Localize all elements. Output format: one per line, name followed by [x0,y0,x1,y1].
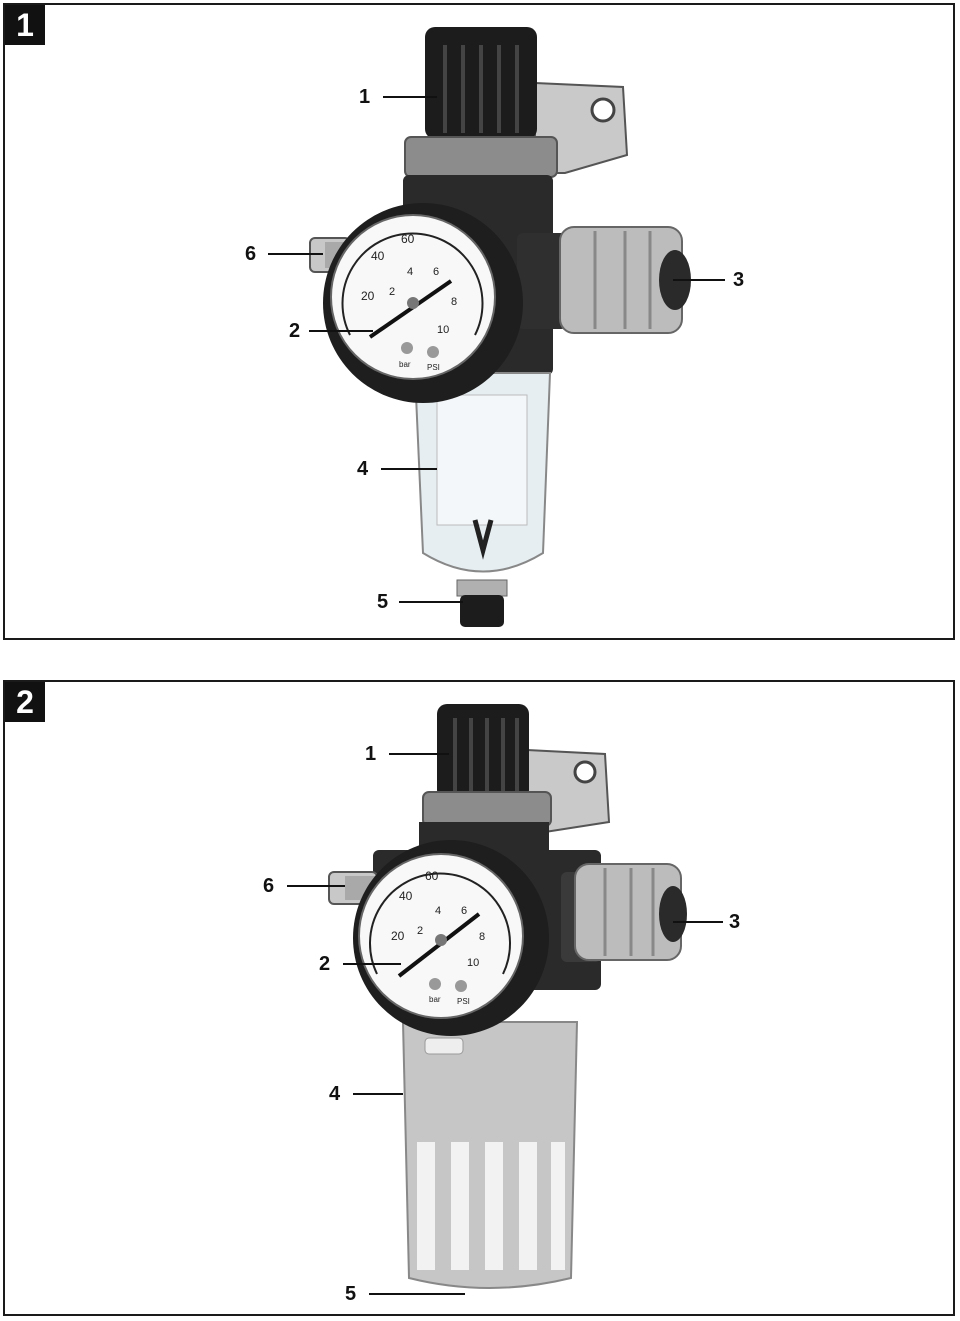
gauge-unit-bar: bar [429,995,441,1004]
gauge-inner-label: 8 [451,296,457,308]
gauge-inner-label: 6 [433,266,439,278]
gauge-inner-label: 4 [407,266,413,278]
callout-2: 2 [319,953,331,975]
figure-2-panel: 2 [3,680,955,1316]
figure-1-panel: 1 [3,3,955,640]
callout-6: 6 [263,875,275,897]
gauge-inner-label: 2 [417,925,423,937]
pressure-regulator-knob-icon [422,704,552,827]
gauge-outer-label: 60 [401,232,415,246]
gauge-unit-psi: PSI [427,363,440,372]
filter-bowl-icon [401,1021,579,1289]
filter-regulator-illustration: 20 40 60 2 4 6 8 10 bar PSI [268,27,725,627]
callout-1: 1 [365,743,377,765]
gauge-inner-label: 10 [437,324,449,336]
gauge-outer-label: 20 [391,929,405,943]
gauge-inner-label: 8 [479,931,485,943]
callout-5: 5 [377,591,389,613]
pressure-gauge-icon: 20 40 60 2 4 6 8 10 bar PSI [323,203,523,403]
gauge-outer-label: 20 [361,289,375,303]
callout-3: 3 [733,269,745,291]
gauge-unit-psi: PSI [457,997,470,1006]
gauge-outer-label: 40 [399,889,413,903]
quick-coupling-icon [517,226,691,334]
callout-2: 2 [289,320,301,342]
callout-leader-lines [268,96,725,603]
pressure-regulator-knob-icon [404,27,558,178]
callout-leader-lines [287,753,723,1295]
gauge-outer-label: 60 [425,869,439,883]
gauge-inner-label: 10 [467,957,479,969]
filter-regulator-illustration: 20 40 60 2 4 6 8 10 bar PSI [287,704,723,1295]
pressure-gauge-icon: 20 40 60 2 4 6 8 10 bar PSI [353,840,549,1036]
gauge-outer-label: 40 [371,249,385,263]
gauge-inner-label: 4 [435,905,441,917]
callout-5: 5 [345,1283,357,1305]
quick-coupling-icon [561,863,687,962]
figure-number-badge: 2 [5,682,45,722]
callout-6: 6 [245,243,257,265]
callout-4: 4 [329,1083,341,1105]
gauge-inner-label: 6 [461,905,467,917]
gauge-inner-label: 2 [389,286,395,298]
filter-bowl-icon [413,372,552,573]
callout-1: 1 [359,86,371,108]
callout-3: 3 [729,911,741,933]
gauge-unit-bar: bar [399,360,411,369]
drain-valve-icon [456,579,508,627]
callout-4: 4 [357,458,369,480]
figure-number-badge: 1 [5,5,45,45]
